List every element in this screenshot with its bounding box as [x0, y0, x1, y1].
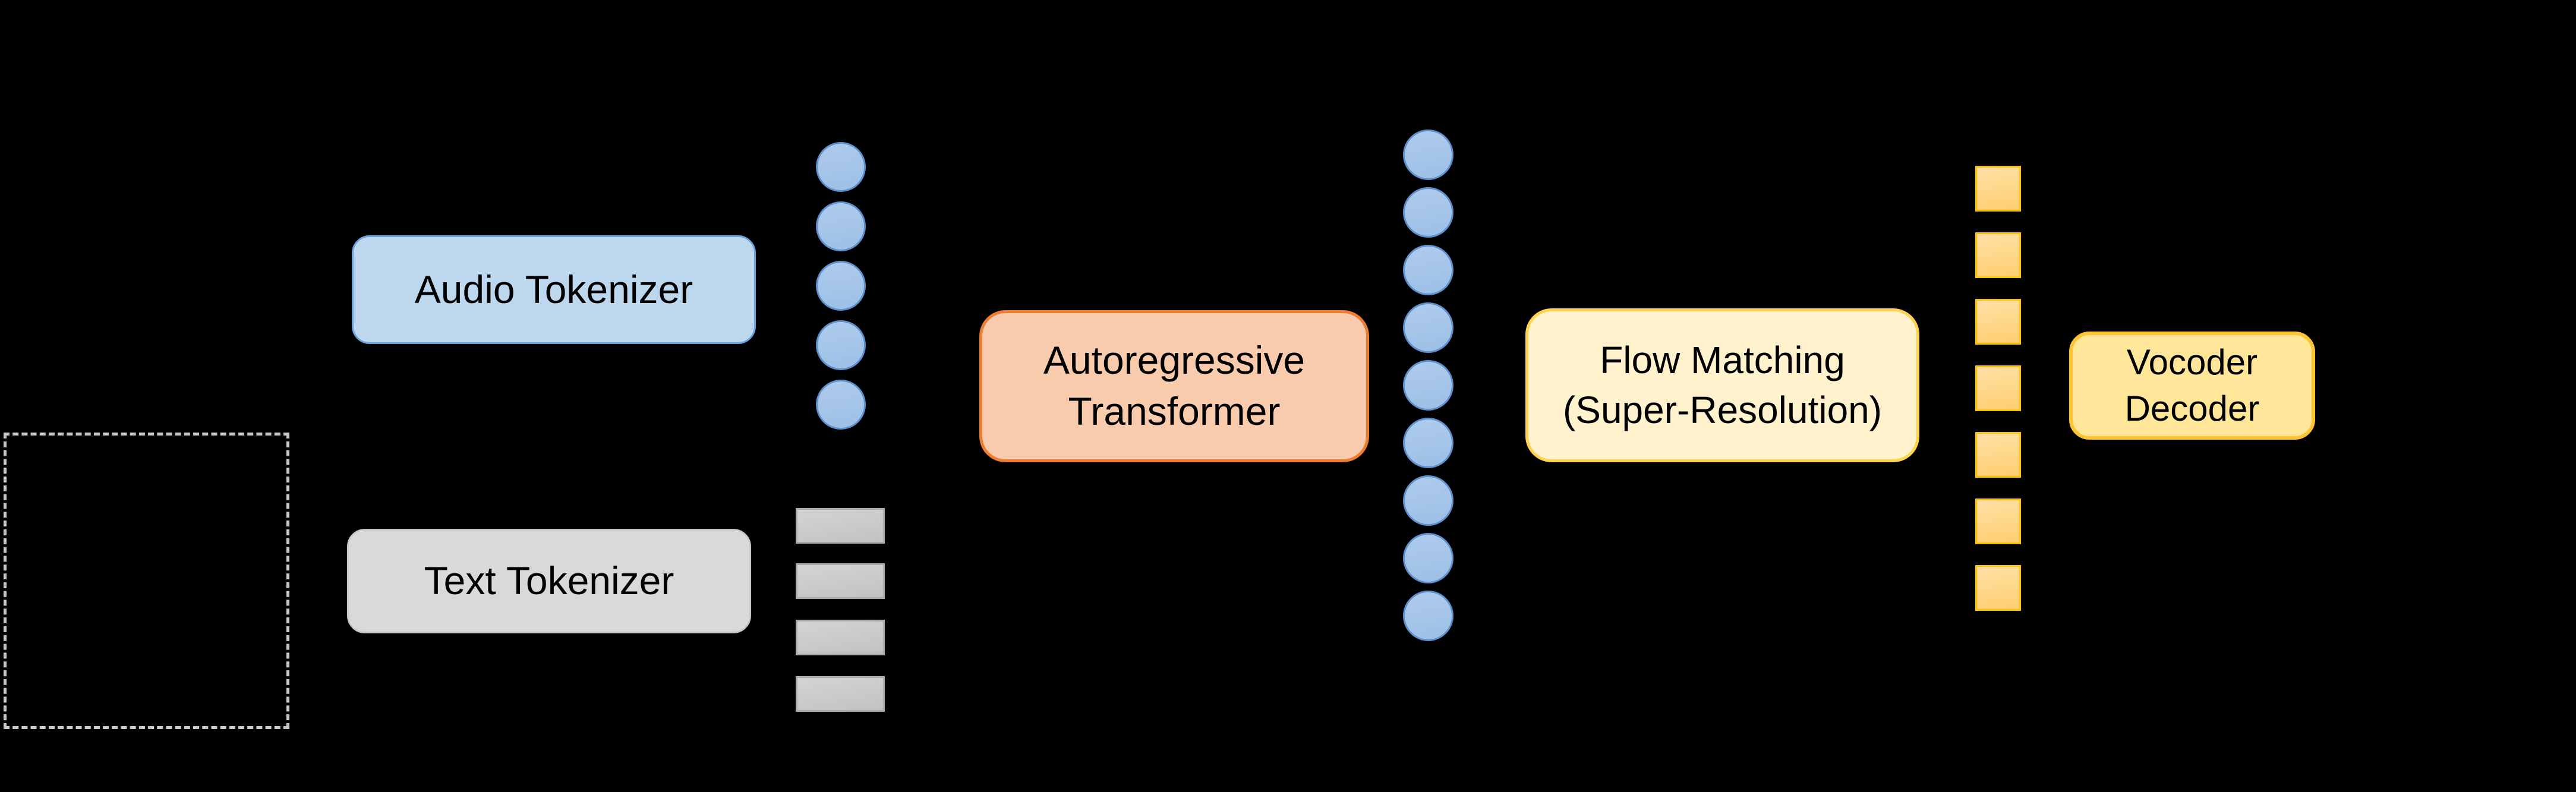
generated-token-circle: [1402, 302, 1453, 353]
acoustic-token-square: [1975, 498, 2021, 544]
flow-matching-node: Flow Matching (Super-Resolution): [1525, 308, 1919, 462]
audio-token-circle: [816, 201, 866, 251]
generated-token-circle: [1402, 417, 1453, 468]
acoustic-token-square: [1975, 232, 2021, 278]
autoregressive-transformer-node: Autoregressive Transformer: [979, 310, 1369, 462]
audio-tokenizer-label: Audio Tokenizer: [414, 267, 693, 311]
acoustic-token-square: [1975, 166, 2021, 212]
acoustic-token-square: [1975, 365, 2021, 411]
reference-input-dashed-box: [4, 433, 289, 729]
text-token-bar: [796, 508, 885, 544]
text-tokenizer-node: Text Tokenizer: [347, 529, 751, 633]
acoustic-token-square: [1975, 432, 2021, 478]
generated-token-circle: [1402, 590, 1453, 641]
generated-token-circle: [1402, 244, 1453, 295]
audio-token-circle: [816, 142, 866, 192]
generated-token-circle: [1402, 129, 1453, 180]
audio-token-circle: [816, 320, 866, 370]
acoustic-token-square: [1975, 565, 2021, 611]
audio-token-circle: [816, 380, 866, 430]
audio-token-circle: [816, 261, 866, 311]
audio-tokenizer-node: Audio Tokenizer: [352, 235, 756, 344]
text-tokenizer-label: Text Tokenizer: [424, 558, 674, 603]
flow-matching-label: Flow Matching (Super-Resolution): [1562, 339, 1883, 431]
vocoder-decoder-label: Vocoder Decoder: [2124, 342, 2260, 428]
autoregressive-transformer-label: Autoregressive Transformer: [1043, 338, 1306, 433]
generated-token-circle: [1402, 475, 1453, 526]
generated-token-circle: [1402, 359, 1453, 411]
generated-token-circle: [1402, 532, 1453, 583]
acoustic-token-square: [1975, 299, 2021, 345]
vocoder-decoder-node: Vocoder Decoder: [2069, 332, 2315, 440]
text-token-bar: [796, 676, 885, 712]
generated-token-circle: [1402, 187, 1453, 238]
text-token-bar: [796, 620, 885, 655]
text-token-bar: [796, 563, 885, 599]
